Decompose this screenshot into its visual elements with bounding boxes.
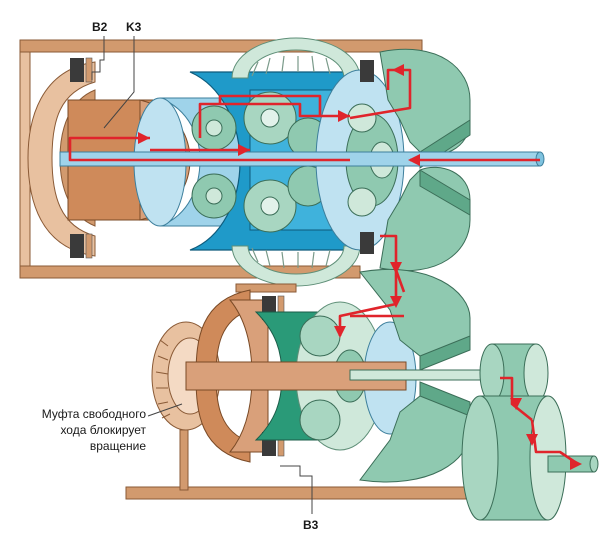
lower-orange-dome xyxy=(195,289,251,463)
flow-arrowheads xyxy=(138,64,582,470)
lower-assembly xyxy=(125,268,599,521)
lower-housing-top-bar xyxy=(235,283,297,293)
b2-leader xyxy=(91,36,105,80)
output-gear-small xyxy=(479,343,549,403)
freewheel-leader xyxy=(147,403,183,417)
arrowhead-upper-right xyxy=(338,110,350,122)
arrowhead-down-1 xyxy=(390,262,402,274)
upper-planet-gears xyxy=(191,91,329,233)
freewheel-caption-line1: Муфта свободного xyxy=(42,407,147,421)
upper-assembly xyxy=(19,37,545,287)
upper-small-planet-bottom xyxy=(347,187,377,217)
arrowhead-output-3 xyxy=(570,458,582,470)
lower-intermediate-gear xyxy=(359,268,471,483)
freewheel-caption-line3: вращение xyxy=(90,439,146,453)
lower-housing-post xyxy=(179,429,189,491)
arrowhead-output-1 xyxy=(510,398,522,410)
freewheel-caption-line2: хода блокирует xyxy=(60,423,146,437)
b2-label: B2 xyxy=(92,20,108,34)
arrowhead-down-2 xyxy=(390,296,402,308)
output-gear-large xyxy=(461,395,567,521)
leader-lines xyxy=(91,36,313,514)
upper-housing-top-rail xyxy=(19,39,423,53)
arrowhead-input xyxy=(408,154,420,166)
arrowhead-k3 xyxy=(138,132,150,144)
upper-right-clutch-blocks xyxy=(360,60,374,254)
lower-planet-top xyxy=(299,315,341,357)
output-shaft-end xyxy=(589,455,599,473)
b3-leader xyxy=(280,465,313,514)
k3-leader xyxy=(103,36,135,129)
upper-output-gear xyxy=(379,48,471,272)
k3-label: K3 xyxy=(126,20,142,34)
outer-clutch-bell xyxy=(27,61,96,257)
lower-planet-bottom xyxy=(299,399,341,441)
arrowhead-output-2 xyxy=(526,434,538,446)
power-flow-path xyxy=(68,68,579,466)
arrowhead-lower-mid xyxy=(334,326,346,338)
b2-clutch-pack xyxy=(70,57,93,259)
lower-thin-shaft xyxy=(349,369,501,381)
arrowhead-upper-mid xyxy=(238,144,250,156)
b3-label: B3 xyxy=(303,518,319,532)
upper-small-planet-top xyxy=(347,103,377,133)
arrowhead-ring-loop xyxy=(392,64,404,76)
lower-housing-rail xyxy=(125,486,467,500)
